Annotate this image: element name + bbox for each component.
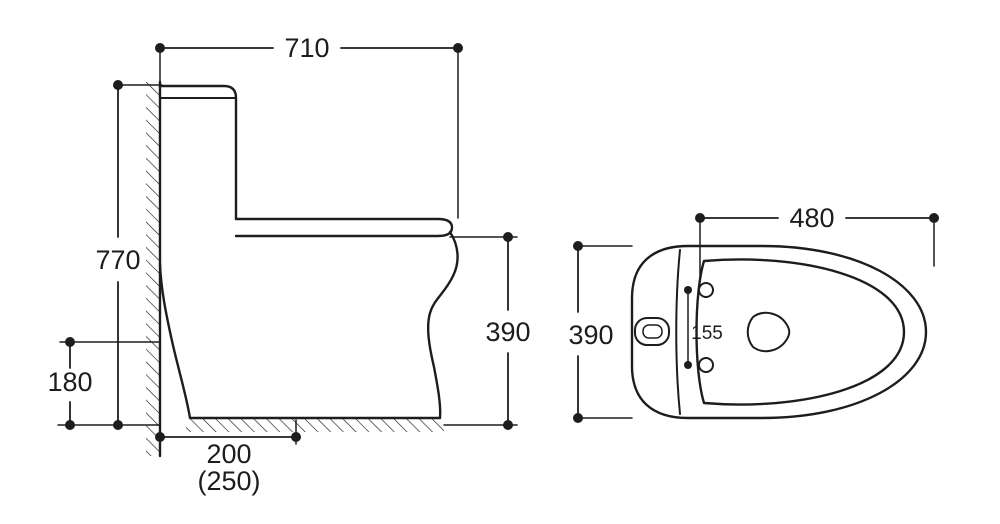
dim-overall-depth: 710 bbox=[155, 33, 463, 219]
tank-profile bbox=[158, 84, 238, 221]
dim-bolt-spacing-label: 155 bbox=[691, 323, 723, 344]
top-view: 155 480 390 bbox=[568, 203, 939, 423]
flush-button-inner bbox=[642, 324, 663, 339]
dim-seat-height-label: 390 bbox=[485, 317, 530, 347]
body-outline bbox=[630, 244, 928, 420]
dimension-endpoint bbox=[453, 43, 463, 53]
dim-depth-label: 710 bbox=[284, 33, 329, 63]
side-view: 710 770 390 bbox=[47, 33, 530, 496]
bowl-pedestal-profile bbox=[158, 230, 459, 420]
dimension-endpoint bbox=[65, 337, 75, 347]
dimension-endpoint bbox=[684, 361, 692, 369]
dimension-endpoint bbox=[503, 420, 513, 430]
dim-width-label: 390 bbox=[568, 320, 613, 350]
dim-seat-height: 390 bbox=[443, 232, 531, 430]
dim-width: 390 bbox=[568, 241, 633, 423]
dimension-endpoint bbox=[155, 43, 165, 53]
flush-button-outer bbox=[634, 317, 670, 346]
dimension-endpoint bbox=[65, 420, 75, 430]
dim-length-label: 480 bbox=[789, 203, 834, 233]
dimension-endpoint bbox=[503, 232, 513, 242]
bolt-hole-top bbox=[698, 282, 714, 298]
dimension-endpoint bbox=[113, 420, 123, 430]
dim-height-label: 770 bbox=[95, 245, 140, 275]
dimension-endpoint bbox=[573, 241, 583, 251]
dim-rough-in-label: 200 bbox=[206, 439, 251, 469]
wall-hatching bbox=[146, 82, 160, 456]
floor-hatching bbox=[186, 419, 444, 432]
dim-rough-in-alt-label: (250) bbox=[197, 466, 260, 496]
dimension-endpoint bbox=[113, 80, 123, 90]
dimension-endpoint bbox=[291, 432, 301, 442]
dimension-endpoint bbox=[684, 286, 692, 294]
dimension-endpoint bbox=[155, 432, 165, 442]
bolt-hole-bottom bbox=[698, 357, 714, 373]
dimension-endpoint bbox=[695, 213, 705, 223]
seat-outline bbox=[695, 258, 906, 406]
dimension-endpoint bbox=[573, 413, 583, 423]
dim-bolt-spacing: 155 bbox=[684, 286, 723, 369]
dim-trap-height: 180 bbox=[47, 337, 161, 430]
tank-separation-line bbox=[675, 249, 681, 415]
dim-rough-in: 200 (250) bbox=[155, 419, 301, 496]
dim-length: 480 bbox=[695, 203, 939, 282]
dim-trap-height-label: 180 bbox=[47, 367, 92, 397]
water-spot bbox=[746, 311, 791, 353]
dimension-endpoint bbox=[929, 213, 939, 223]
dim-overall-height: 770 bbox=[95, 80, 163, 430]
seat-profile bbox=[234, 217, 454, 238]
